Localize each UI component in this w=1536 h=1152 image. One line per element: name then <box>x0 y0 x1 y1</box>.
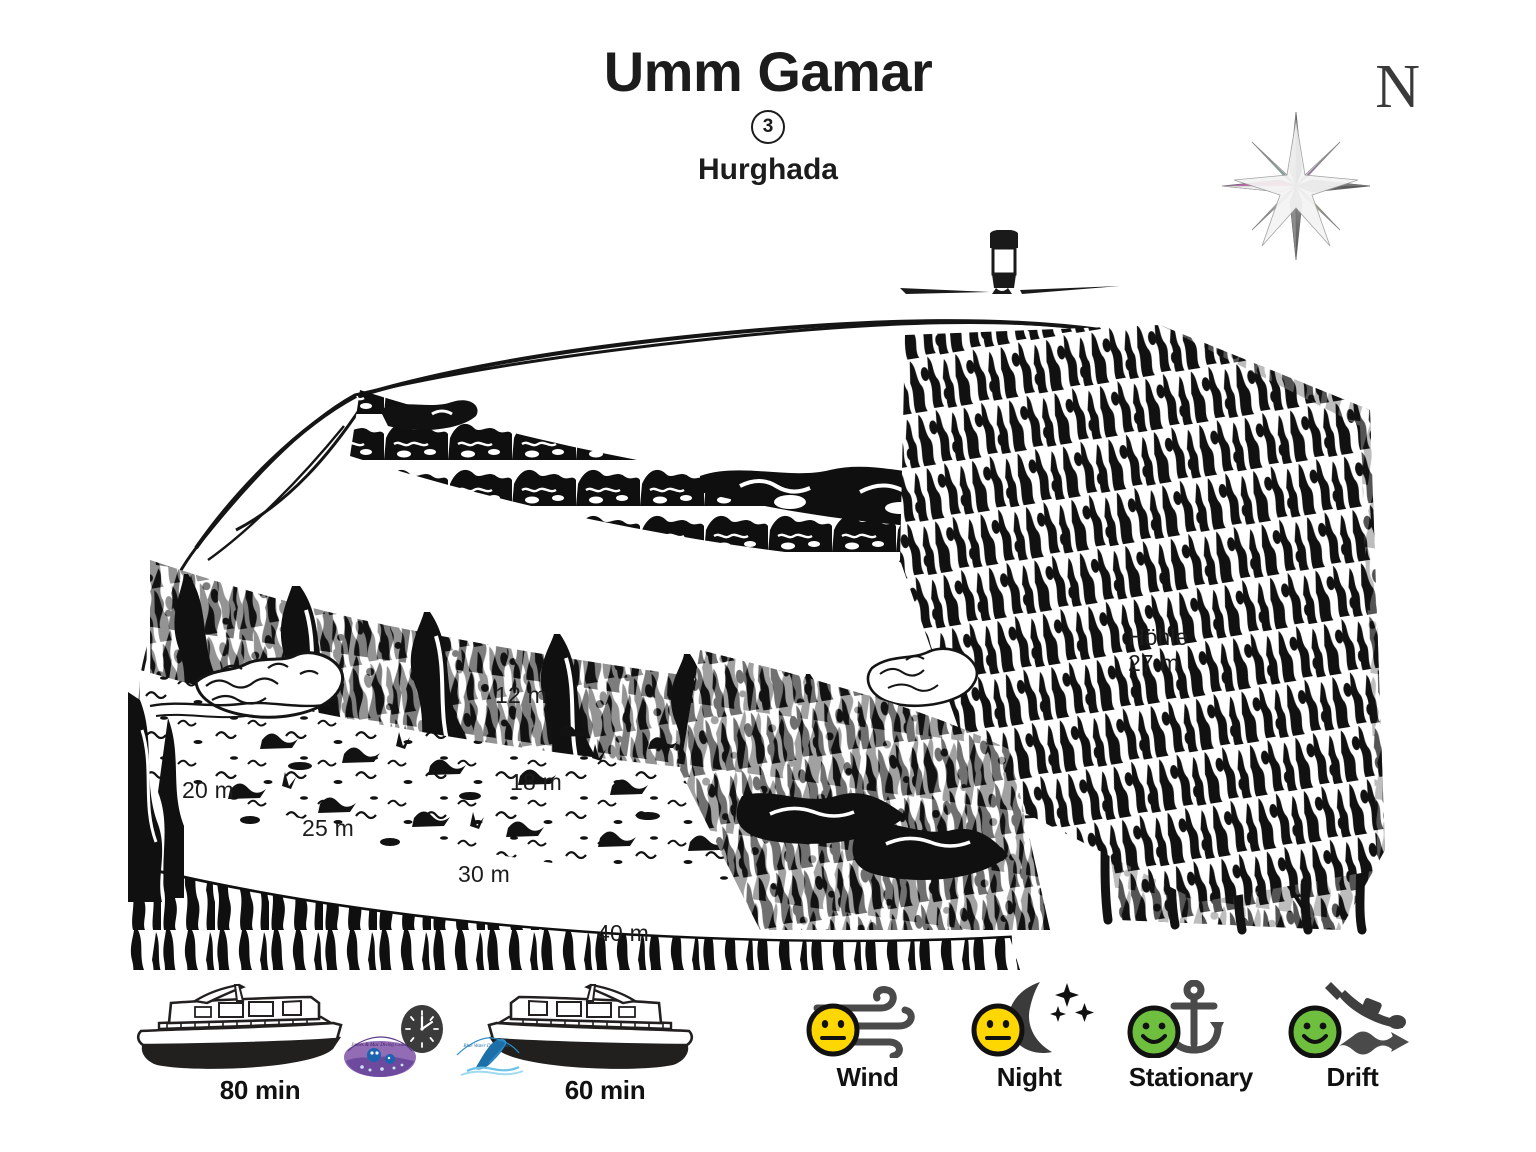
depth-label-20m: 20 m <box>182 777 234 803</box>
wind-icon <box>806 986 915 1058</box>
coral-pinnacle-left <box>149 651 344 719</box>
dive-boat-icon <box>136 983 343 1069</box>
conditions-group: Wind Night <box>790 980 1430 1120</box>
dive-boat-icon <box>487 983 694 1069</box>
depth-label-40m: 40 m <box>597 920 649 946</box>
anchor-icon <box>1127 980 1224 1058</box>
svg-text:James & Mac Diving Center: James & Mac Diving Center <box>351 1043 409 1048</box>
boat-duration-left: 80 min <box>219 1075 301 1105</box>
site-number-badge: 3 <box>751 110 785 144</box>
cave-label: Höhle 27 m <box>1128 624 1189 677</box>
coral-pinnacle-mid <box>866 647 979 708</box>
condition-label-drift: Drift <box>1326 1062 1379 1092</box>
condition-wind[interactable]: Wind <box>790 980 945 1120</box>
boats-group: James & Mac Diving Center Blue Water Div… <box>130 975 750 1115</box>
cave-depth: 27 m <box>1128 649 1180 676</box>
diver-icon <box>1288 982 1410 1058</box>
depth-label-18m: 18 m <box>510 769 562 795</box>
reef-map: 12 m 18 m 20 m 25 m 30 m 40 m Höhle 27 m <box>0 230 1450 970</box>
north-label: N <box>1375 53 1420 121</box>
svg-text:Blue Water Dive Resort: Blue Water Dive Resort <box>463 1044 511 1049</box>
clock-icon <box>401 1005 443 1053</box>
cave-name: Höhle <box>1128 624 1189 650</box>
diver-icon-wrap <box>1287 980 1417 1058</box>
james-mac-diving-center-logo: James & Mac Diving Center <box>344 1036 416 1077</box>
compass-block: N <box>1216 56 1426 271</box>
depth-label-25m: 25 m <box>302 815 354 841</box>
anchor-icon-wrap <box>1126 980 1256 1058</box>
condition-stationary[interactable]: Stationary <box>1113 980 1268 1120</box>
condition-label-night: Night <box>996 1062 1062 1092</box>
moon-icon-wrap <box>964 980 1095 1058</box>
compass-rose-icon <box>1221 111 1371 261</box>
blue-water-dive-resort-logo: Blue Water Dive Resort <box>456 1037 524 1076</box>
condition-label-wind: Wind <box>836 1062 899 1092</box>
wind-icon-wrap <box>803 980 933 1058</box>
mooring-buoy-icon <box>900 230 1120 294</box>
depth-label-12m: 12 m <box>495 682 547 708</box>
condition-night[interactable]: Night <box>952 980 1107 1120</box>
depth-label-30m: 30 m <box>458 861 510 887</box>
condition-label-stationary: Stationary <box>1128 1062 1253 1092</box>
reef-illustration <box>128 230 1385 970</box>
moon-icon <box>971 982 1095 1057</box>
boat-duration-right: 60 min <box>564 1075 646 1105</box>
legend: James & Mac Diving Center Blue Water Div… <box>0 975 1536 1125</box>
condition-drift[interactable]: Drift <box>1275 980 1430 1120</box>
